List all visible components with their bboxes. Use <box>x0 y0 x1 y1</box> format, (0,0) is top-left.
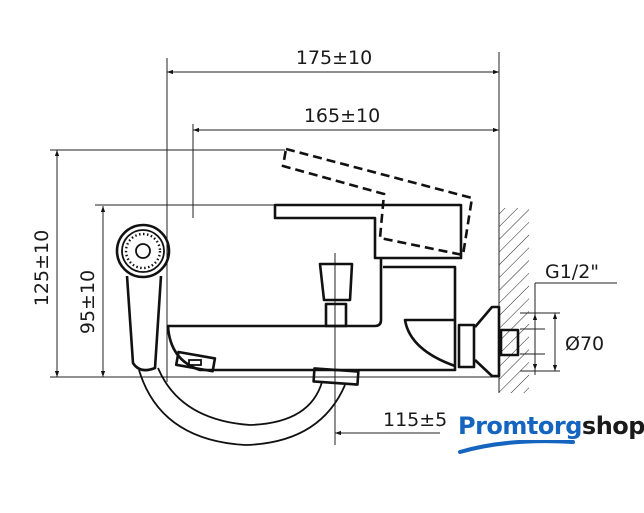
dim-overall-height: 125±10 <box>31 230 53 306</box>
faucet-body <box>166 258 520 386</box>
dim-handle-height: 95±10 <box>77 270 99 334</box>
brand-part1: Promtorg <box>458 412 582 440</box>
dim-spout-length: 115±5 <box>383 409 447 431</box>
dim-escutcheon-diameter: Ø70 <box>565 333 604 355</box>
hand-shower <box>115 223 171 372</box>
brand-swoosh <box>458 440 575 454</box>
wall-hatch <box>498 208 529 393</box>
dimension-lines <box>54 69 617 436</box>
dim-thread: G1/2" <box>545 261 599 283</box>
hose <box>138 367 346 446</box>
lever <box>273 203 463 260</box>
dim-body-length: 165±10 <box>304 105 380 127</box>
brand-part2: shop <box>581 412 644 440</box>
brand-logo: Promtorgshop <box>458 412 644 454</box>
dim-overall-length: 175±10 <box>296 47 372 69</box>
lever-open-position <box>281 147 474 257</box>
extension-lines <box>50 52 500 445</box>
